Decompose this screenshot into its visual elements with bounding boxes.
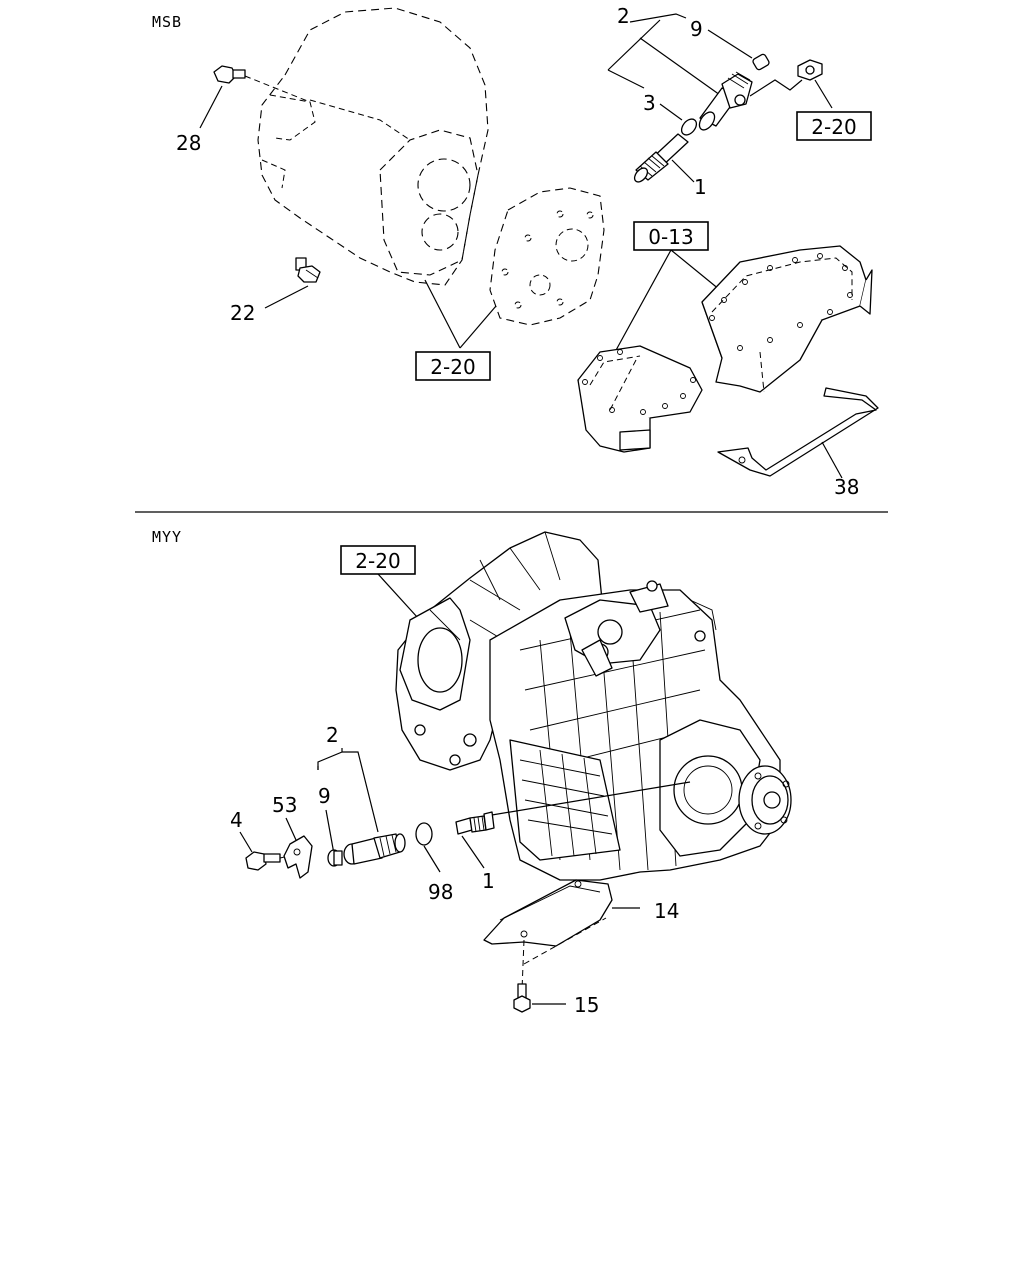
bolt-speedo <box>749 59 823 97</box>
bolt-4 <box>245 851 299 871</box>
callout-14: 14 <box>654 899 679 923</box>
leader-ref-transmission <box>377 573 419 619</box>
section-label-msb: MSB <box>152 13 182 31</box>
leader-2-myy-b <box>342 751 379 833</box>
leader-53 <box>285 817 297 841</box>
o-ring-98 <box>415 822 433 846</box>
ref-transmission-label: 2-20 <box>355 549 400 573</box>
leader-ref-oilpan-a <box>670 249 721 291</box>
leader-1-msb <box>671 159 695 183</box>
oil-pan-right <box>701 245 873 393</box>
leader-98 <box>423 845 441 873</box>
bolt-28 <box>213 65 311 103</box>
bracket-38 <box>717 387 879 477</box>
driven-gear-1 <box>633 133 689 183</box>
leader-28 <box>199 85 223 129</box>
callout-1-myy: 1 <box>482 869 495 893</box>
callout-2-msb: 2 <box>617 4 630 28</box>
leader-gear-to-case <box>485 781 691 817</box>
leader-22 <box>264 285 309 309</box>
leader-4 <box>239 831 253 853</box>
bolt-22 <box>295 257 321 283</box>
callout-98: 98 <box>428 880 453 904</box>
transmission-assembly-myy <box>395 531 792 881</box>
leader-9-msb <box>707 29 753 59</box>
leader-2-left <box>607 19 661 71</box>
o-ring-3 <box>680 118 698 136</box>
leader-1-myy <box>461 835 485 869</box>
oil-pan-left <box>577 345 703 453</box>
speedometer-sleeve <box>698 71 753 131</box>
cover-14 <box>483 879 613 947</box>
ref-speedo-label: 2-20 <box>811 115 856 139</box>
callout-53: 53 <box>272 793 297 817</box>
bolt-15-axis <box>521 939 525 991</box>
ref-box-oil-pan <box>633 221 709 251</box>
leader-2-myy-a <box>317 748 343 770</box>
section-label-myy: MYY <box>152 528 182 546</box>
ref-box-speedo <box>796 111 872 141</box>
adapter-plate <box>489 187 605 326</box>
lock-plate-53 <box>283 835 313 879</box>
driven-gear-1-myy <box>455 811 495 835</box>
leader-ref-oilpan-b <box>614 249 672 353</box>
leader-3 <box>659 103 683 121</box>
callout-1-msb: 1 <box>694 175 707 199</box>
transmission-case-msb <box>257 7 489 286</box>
ref-box-transmission <box>340 545 416 575</box>
callout-28: 28 <box>176 131 201 155</box>
ref-box-housing <box>415 351 491 381</box>
ref-housing-label: 2-20 <box>430 355 475 379</box>
callout-22: 22 <box>230 301 255 325</box>
leader-ref-speedo <box>814 79 833 109</box>
callout-9-msb: 9 <box>690 17 703 41</box>
seal-9-msb <box>752 53 770 71</box>
leader-ref-housing-a <box>424 279 461 349</box>
callout-3-msb: 3 <box>643 91 656 115</box>
leader-2-sleeve <box>639 37 721 96</box>
ref-oil-pan-label: 0-13 <box>648 225 693 249</box>
callout-2-myy: 2 <box>326 723 339 747</box>
leader-2-top <box>629 13 687 23</box>
leader-9-myy <box>325 809 335 855</box>
seal-9-myy <box>327 849 343 867</box>
bolt-15 <box>513 983 531 1013</box>
cover-14-axis <box>523 917 607 965</box>
leader-3-group <box>607 69 645 89</box>
callout-38: 38 <box>834 475 859 499</box>
sleeve-2-myy <box>343 833 406 865</box>
callout-9-myy: 9 <box>318 784 331 808</box>
callout-4: 4 <box>230 808 243 832</box>
leader-ref-housing-b <box>459 305 497 349</box>
leader-38 <box>821 441 843 479</box>
callout-15: 15 <box>574 993 599 1017</box>
